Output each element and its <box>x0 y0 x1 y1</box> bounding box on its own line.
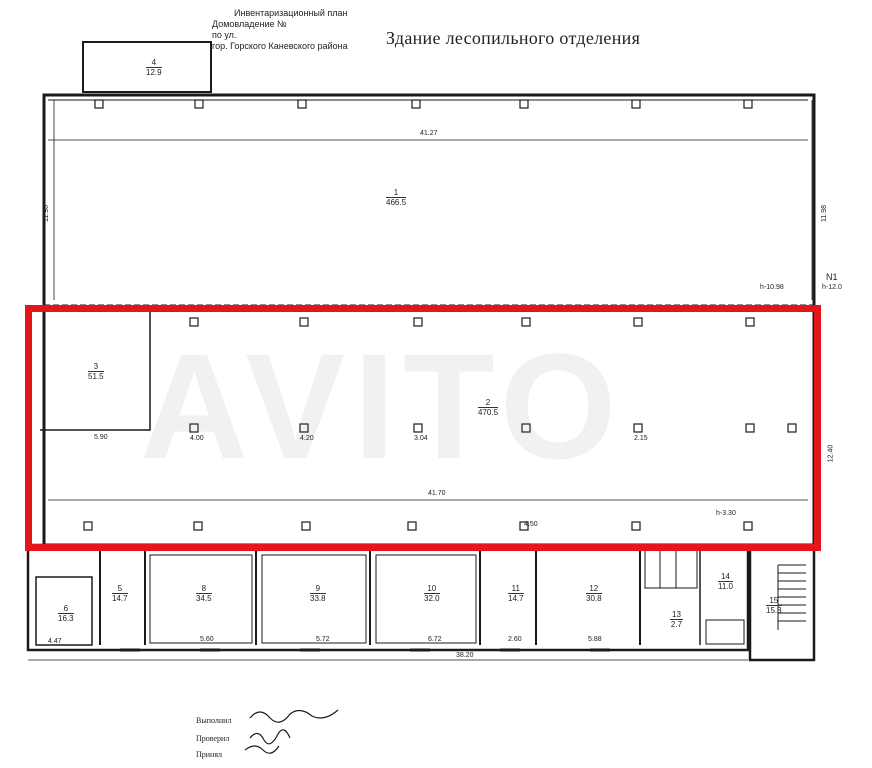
header-line-3: по ул. <box>212 30 237 40</box>
plan-title: Здание лесопильного отделения <box>386 28 641 48</box>
footer-line-1: Выполнил <box>196 716 232 725</box>
dim-d11: 3.04 <box>414 435 428 442</box>
annex-room-4 <box>82 41 212 93</box>
dim-right-side-2: 12.40 <box>827 444 835 463</box>
dim-d3: 5.60 <box>200 636 214 643</box>
dim-d12: 2.15 <box>634 435 648 442</box>
header-line-2: Домовладение № <box>212 19 287 29</box>
header-line-4: гор. Горского Каневского района <box>212 41 348 51</box>
dim-d2: 5.90 <box>94 434 108 441</box>
dim-d8: 4.50 <box>524 521 538 528</box>
section-mark: N1 <box>826 272 838 282</box>
watermark: AVITO <box>140 322 625 490</box>
signature-mark-1 <box>249 709 339 723</box>
dim-d1: 4.00 <box>190 435 204 442</box>
dim-d6: 2.60 <box>508 636 522 643</box>
signature-mark-3 <box>244 745 280 754</box>
dim-bottom-length: 38.20 <box>456 652 474 659</box>
dim-mid-length: 41.70 <box>428 490 446 497</box>
dim-d7: 5.88 <box>588 636 602 643</box>
dim-top-length: 41.27 <box>420 130 438 137</box>
header-line-1: Инвентаризационный план <box>234 8 348 18</box>
stair-block <box>748 543 816 662</box>
level-mark-1: h-10.98 <box>760 284 784 291</box>
level-mark-2: h-3.30 <box>716 510 736 517</box>
level-mark-3: h-12.0 <box>822 284 842 291</box>
dim-d10: 4.47 <box>48 638 62 645</box>
dim-d4: 5.72 <box>316 636 330 643</box>
plan-header: Инвентаризационный план Домовладение № п… <box>212 8 348 52</box>
highlight-frame <box>25 305 821 551</box>
dim-right-side: 11.98 <box>821 205 828 222</box>
signature-mark-2 <box>249 729 291 745</box>
dim-d9: 4.20 <box>300 435 314 442</box>
footer-line-2: Проверил <box>196 734 230 743</box>
room-3-partition <box>40 312 151 431</box>
dim-d5: 6.72 <box>428 636 442 643</box>
footer-line-3: Принял <box>196 750 223 759</box>
dim-left-side: 11.98 <box>43 205 50 222</box>
